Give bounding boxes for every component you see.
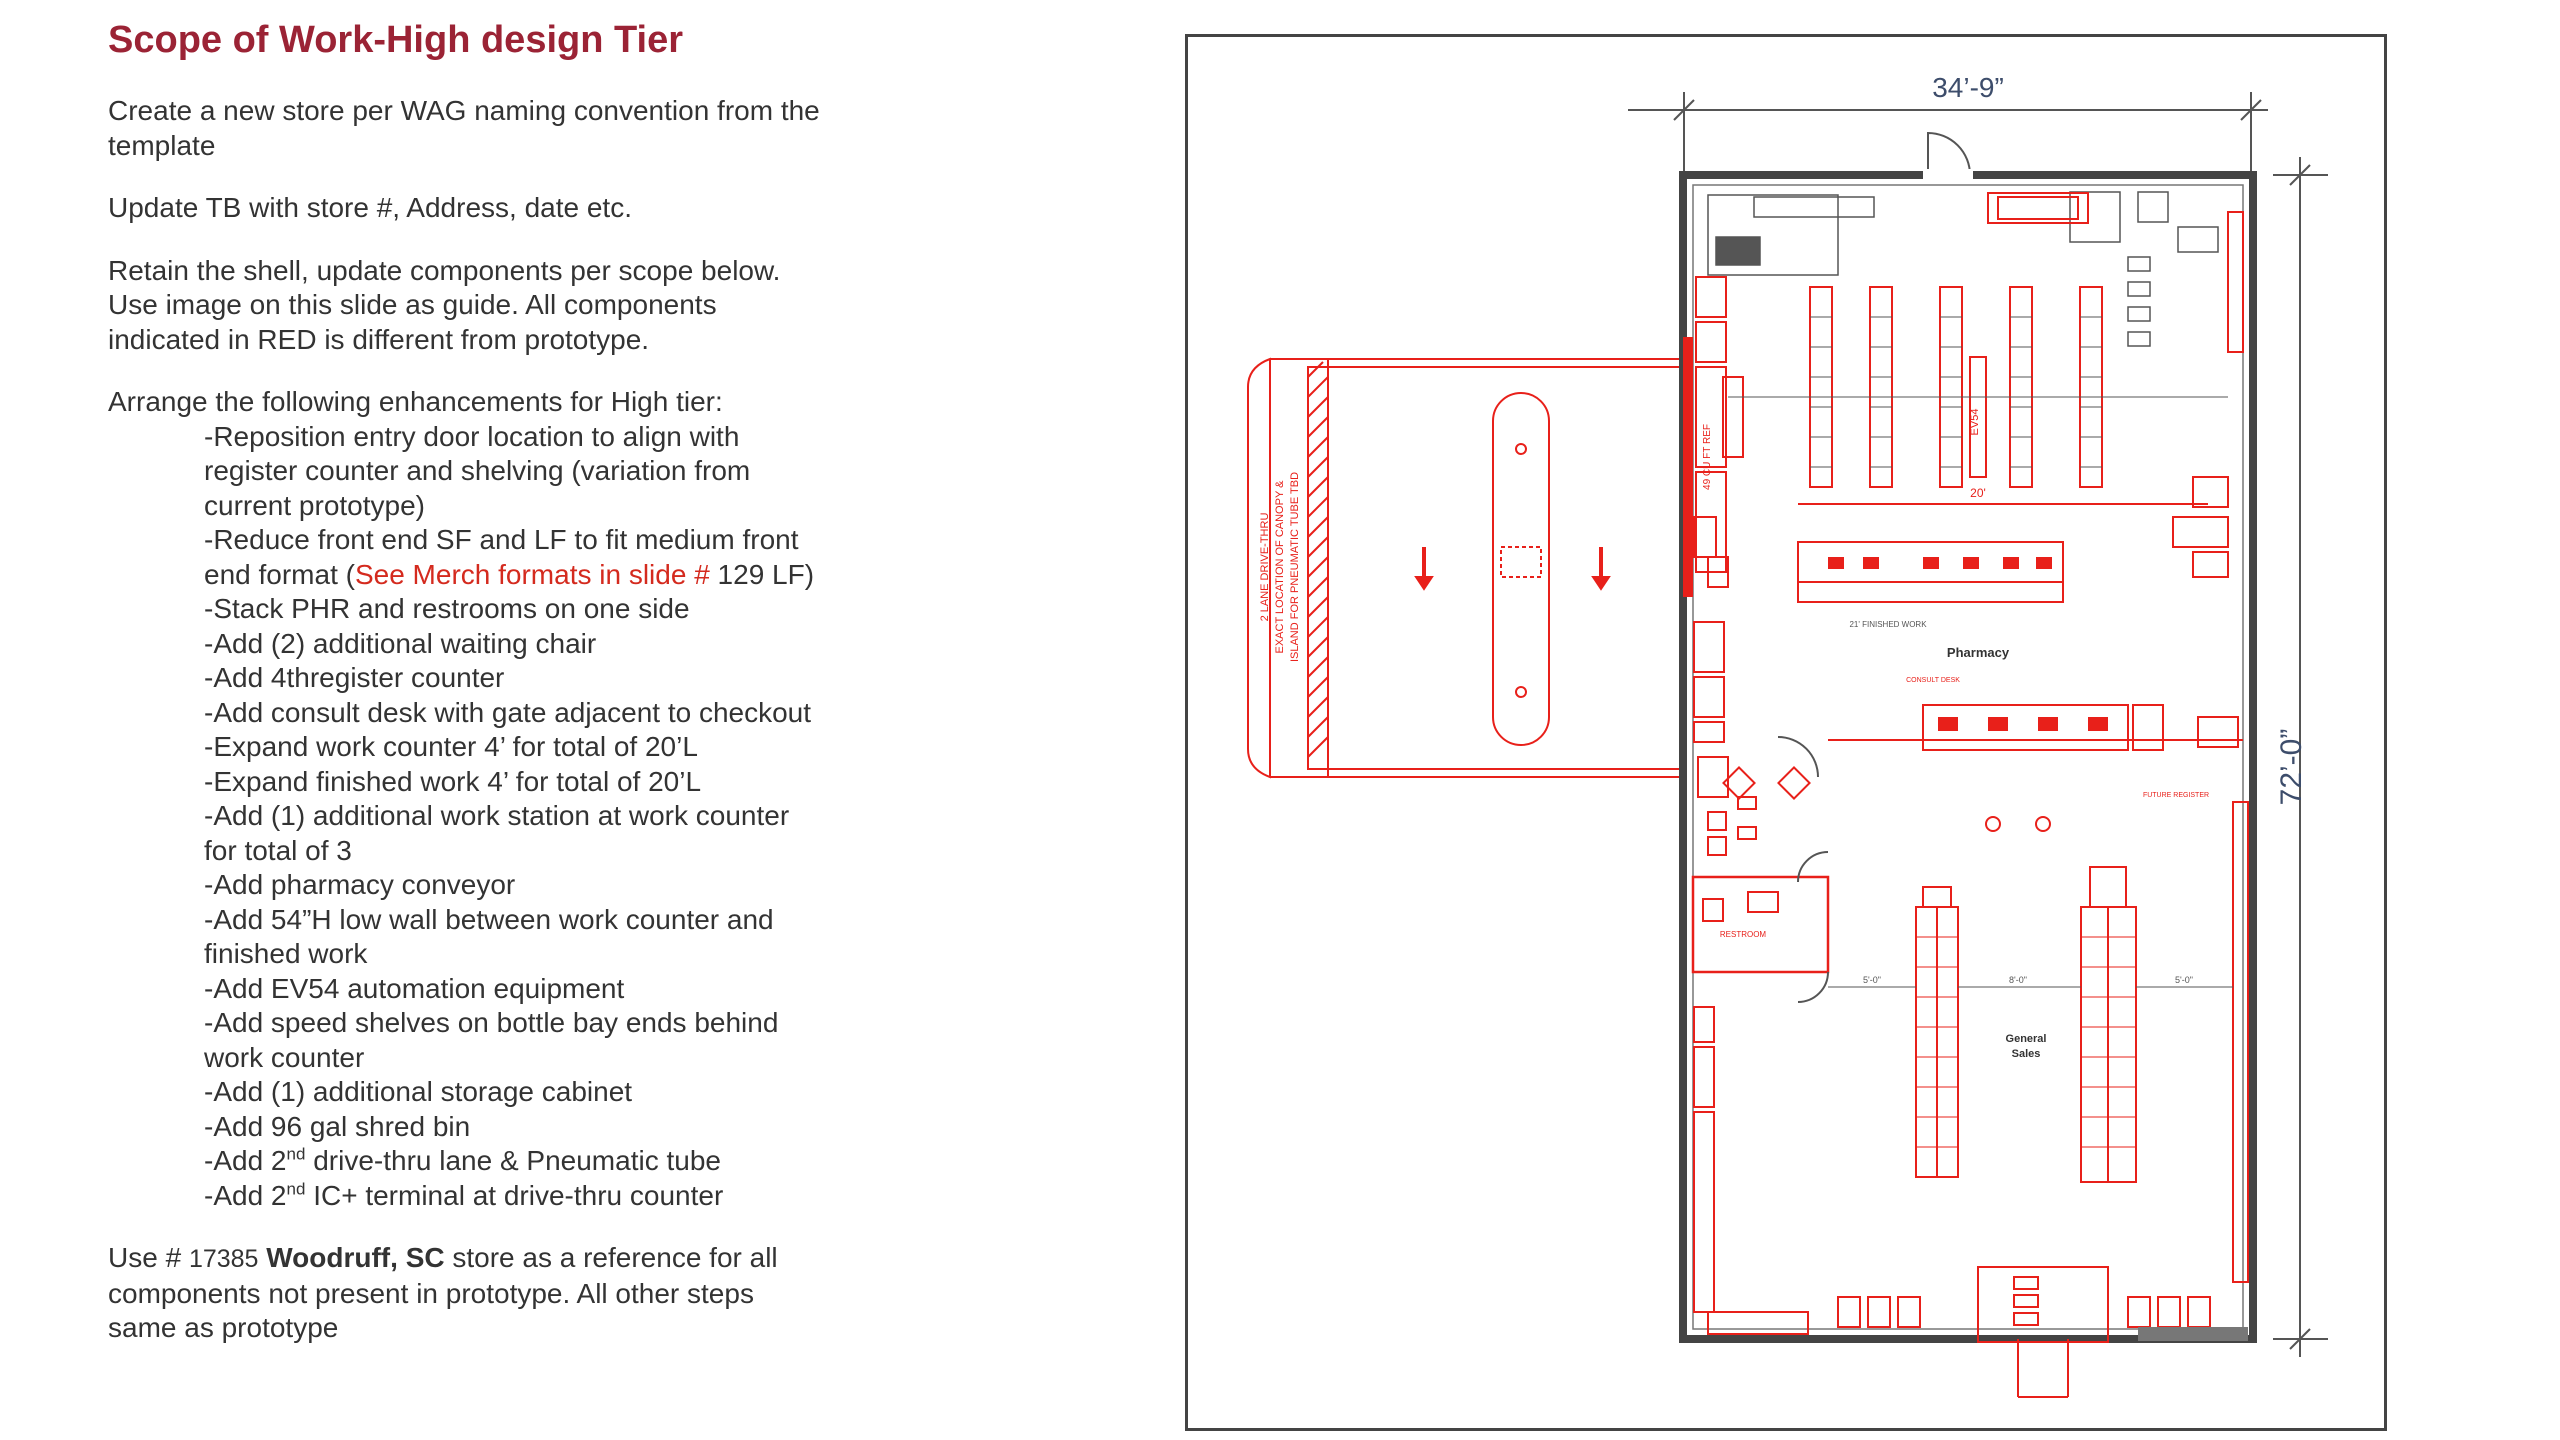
aisle-dim-center: 8'-0" (2009, 975, 2027, 985)
gondola-grid (1916, 936, 2136, 1148)
list-item: -Expand work counter 4’ for total of 20’… (204, 731, 698, 762)
enhancement-list: -Reposition entry door location to align… (204, 420, 1008, 1214)
list-item: -Add 96 gal shred bin (204, 1110, 471, 1142)
list-item: -Add EV54 automation equipment (204, 972, 625, 1004)
front-left-fixtures (1693, 1006, 1715, 1313)
drive-thru-note-1: 2 LANE DRIVE-THRU (1259, 513, 1271, 622)
waiting-restroom (1691, 736, 1830, 1003)
sales-circles (1985, 816, 2051, 832)
paragraph-update-tb: Update TB with store #, Address, date et… (108, 192, 632, 223)
list-item: for total of 3 (204, 834, 352, 866)
scope-text-panel: Scope of Work-High design Tier Create a … (108, 14, 1008, 1374)
finished-work-label: 21' FINISHED WORK (1849, 620, 1927, 629)
refrigerator-label: 49 CU FT REF (1702, 424, 1713, 490)
reference-text: store as a reference for all (444, 1242, 778, 1273)
list-item: -Add (1) additional storage cabinet (204, 1076, 633, 1107)
drive-thru-counter (1693, 516, 1729, 743)
list-item-text: end format ( (204, 558, 355, 590)
list-item: -Add 2nd IC+ terminal at drive-thru coun… (204, 1179, 1008, 1214)
drive-thru-note-2: EXACT LOCATION OF CANOPY & (1274, 480, 1286, 654)
back-room-red (1695, 192, 2244, 573)
list-item: -Reposition entry door location to align… (204, 420, 740, 452)
list-item: -Add consult desk with gate adjacent to … (204, 696, 812, 728)
list-item-text: IC+ terminal at drive-thru counter (305, 1179, 724, 1211)
list-item: -Reduce front end SF and LF to fit mediu… (204, 524, 799, 555)
register-terminals (1938, 717, 2108, 731)
paragraph-retain-shell: Retain the shell, update components per … (108, 254, 1008, 358)
pharmacy-shelving (1809, 286, 2103, 488)
list-item-text: 129 LF) (709, 558, 815, 590)
retain-line-2: Use image on this slide as guide. All co… (108, 289, 717, 320)
list-item: -Add (1) additional work station at work… (204, 800, 790, 831)
slide-title: Scope of Work-High design Tier (108, 19, 683, 61)
aisle-dim-left: 5'-0" (1863, 975, 1881, 985)
list-item: -Add 4thregister counter (204, 662, 505, 693)
list-item: current prototype) (204, 489, 425, 521)
store-name: Woodruff, SC (258, 1242, 445, 1273)
list-item: -Add 2nd drive-thru lane & Pneumatic tub… (204, 1144, 1008, 1179)
restroom-label: RESTROOM (1720, 930, 1767, 939)
list-item: -Stack PHR and restrooms on one side (204, 593, 690, 624)
floor-plan-drawing: 34’-9” 72’-0” (1247, 72, 2328, 1398)
list-item: -Add pharmacy conveyor (204, 869, 516, 900)
height-dimension (2273, 157, 2328, 1357)
list-item: -Expand finished work 4’ for total of 20… (204, 765, 702, 797)
aisle-dim-right: 5'-0" (2175, 975, 2193, 985)
width-dimension-label: 34’-9” (1932, 72, 2004, 103)
paragraph-create-store: Create a new store per WAG naming conven… (108, 95, 820, 161)
dimension-20: 20' (1970, 486, 1986, 500)
floor-plan-panel: 34’-9” 72’-0” (1185, 34, 2387, 1431)
merch-formats-link[interactable]: See Merch formats in slide # (354, 558, 710, 590)
back-room (1707, 191, 2219, 347)
drive-thru-hatch (1307, 359, 1329, 777)
reference-text: components not present in prototype. All… (108, 1277, 754, 1309)
list-item-text: drive-thru lane & Pneumatic tube (305, 1145, 721, 1176)
paragraph-reference-store: Use # 17385 Woodruff, SC store as a refe… (108, 1241, 1008, 1346)
list-item: -Add 54”H low wall between work counter … (204, 903, 774, 935)
pharmacy-label: Pharmacy (1947, 645, 2010, 660)
consult-desk-label: CONSULT DESK (1906, 677, 1960, 684)
reference-text: same as prototype (108, 1312, 339, 1343)
building-shell (1679, 131, 2257, 1343)
workstations (1828, 557, 2052, 569)
superscript: nd (286, 1179, 306, 1199)
list-item: -Add (2) additional waiting chair (204, 627, 597, 659)
store-number: 17385 (188, 1245, 259, 1273)
list-item: register counter and shelving (variation… (204, 455, 751, 486)
list-item-text: -Add 2 (204, 1145, 287, 1176)
front-entry (1707, 1266, 2211, 1398)
drive-thru-canopy (1247, 357, 1685, 779)
sales-label: Sales (2012, 1048, 2041, 1060)
future-register-label: FUTURE REGISTER (2143, 792, 2209, 799)
general-label: General (2006, 1033, 2047, 1045)
list-item-text: -Add 2 (204, 1179, 287, 1211)
retain-line-3: indicated in RED is different from proto… (108, 323, 650, 355)
reference-text: Use # (108, 1242, 189, 1273)
front-wall-grey (2138, 1327, 2248, 1341)
superscript: nd (286, 1144, 306, 1164)
width-dimension (1628, 92, 2268, 172)
list-item: work counter (204, 1041, 365, 1073)
list-item: end format (See Merch formats in slide #… (204, 558, 1008, 593)
list-item: -Add speed shelves on bottle bay ends be… (204, 1007, 779, 1038)
work-counter (1797, 476, 2229, 603)
paragraph-arrange-heading: Arrange the following enhancements for H… (108, 386, 723, 417)
register-counter (1828, 704, 2243, 751)
drive-thru-note-3: ISLAND FOR PNEUMATIC TUBE TBD (1289, 472, 1301, 662)
retain-line-1: Retain the shell, update components per … (108, 254, 781, 286)
ev54-label: EV54 (1969, 409, 1981, 436)
list-item: finished work (204, 938, 368, 969)
height-dimension-label: 72’-0” (2275, 729, 2308, 806)
general-sales-gondolas (1915, 801, 2249, 1283)
pharmacy-shelving-grid (1728, 316, 2228, 468)
